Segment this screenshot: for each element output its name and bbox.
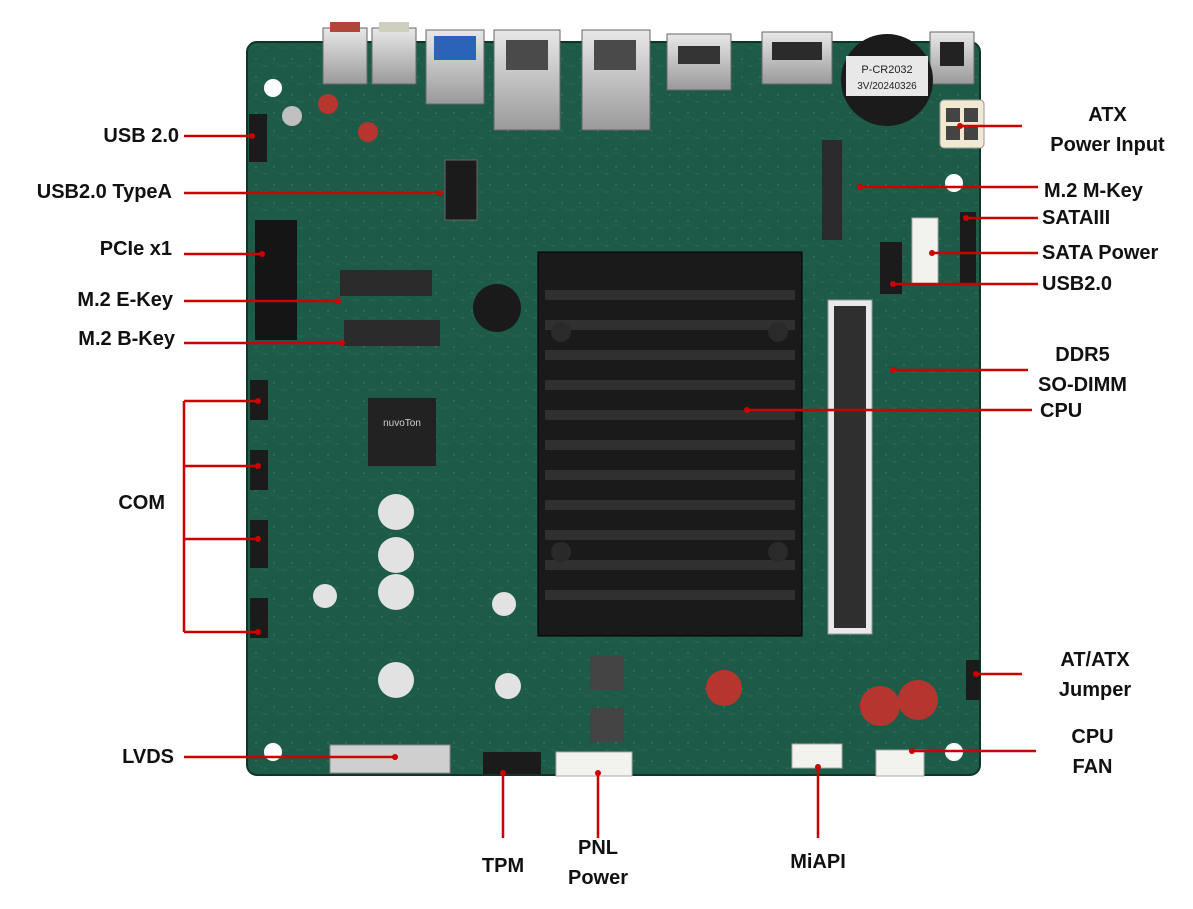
pcie-x1-slot xyxy=(255,220,297,340)
m2-ekey-slot xyxy=(340,270,432,296)
label-usb20-left: USB 2.0 xyxy=(103,125,179,147)
label-usb20-typea: USB2.0 TypeA xyxy=(36,181,172,203)
label-pnl-line1: PNL xyxy=(578,837,618,859)
usb-typea-port xyxy=(444,159,478,221)
tpm-header xyxy=(483,752,541,774)
label-at-atx-jumper: AT/ATX Jumper xyxy=(1035,645,1155,705)
cpu-heatsink xyxy=(537,251,803,637)
standoffs xyxy=(313,494,521,699)
com-headers xyxy=(250,380,268,638)
label-ddr5-line1: DDR5 xyxy=(1055,344,1110,366)
label-pcie-x1: PCIe x1 xyxy=(99,238,172,260)
callout-lines xyxy=(182,124,1038,838)
battery-text-2: 3V/20240326 xyxy=(857,81,917,92)
sata-connector xyxy=(960,212,976,284)
at-atx-jumper xyxy=(966,660,980,700)
label-jumper-line1: AT/ATX xyxy=(1060,649,1130,671)
callout-dots xyxy=(249,123,979,776)
label-tpm: TPM xyxy=(481,855,525,877)
label-miapi: MiAPI xyxy=(790,851,846,873)
cpu-fan-connector xyxy=(875,749,925,777)
cmos-battery: P-CR2032 3V/20240326 xyxy=(841,34,933,126)
label-pnl-power: PNL Power xyxy=(556,833,640,893)
usb-header-left xyxy=(249,114,267,162)
label-ddr5-line2: SO-DIMM xyxy=(1038,374,1127,396)
battery-text-1: P-CR2032 xyxy=(861,64,912,76)
label-usb20-right: USB2.0 xyxy=(1042,273,1113,295)
m2-bkey-slot xyxy=(344,320,440,346)
label-cpu: CPU xyxy=(1040,400,1083,422)
label-m2-ekey: M.2 E-Key xyxy=(77,289,173,311)
label-sata-power: SATA Power xyxy=(1042,242,1159,264)
buzzer xyxy=(473,284,521,332)
chip-brand-text: nuvoTon xyxy=(383,418,421,429)
label-m2-mkey: M.2 M-Key xyxy=(1044,180,1143,202)
pnl-power-connector xyxy=(555,751,633,777)
so-dimm-slot xyxy=(827,299,873,635)
label-atx-line1: ATX xyxy=(1088,104,1127,126)
rear-io-ports xyxy=(322,22,975,131)
label-lvds: LVDS xyxy=(122,746,174,768)
label-ddr5-so-dimm: DDR5 SO-DIMM xyxy=(1020,340,1145,400)
label-sataiii: SATAIII xyxy=(1042,207,1111,229)
label-pnl-line2: Power xyxy=(567,867,629,889)
lvds-connector xyxy=(329,744,451,774)
label-com: COM xyxy=(118,492,165,514)
label-fan-line2: FAN xyxy=(1072,756,1113,778)
label-cpu-fan: CPU FAN xyxy=(1055,722,1130,782)
usb-header-right xyxy=(880,242,902,294)
label-atx-line2: Power Input xyxy=(1050,134,1165,156)
label-atx-power-input: ATX Power Input xyxy=(1030,100,1185,160)
m2-mkey-slot xyxy=(822,140,842,240)
capacitors xyxy=(282,94,938,742)
label-jumper-line2: Jumper xyxy=(1058,679,1132,701)
super-io-chip: nuvoTon xyxy=(368,398,436,466)
label-fan-line1: CPU xyxy=(1071,726,1114,748)
label-m2-bkey: M.2 B-Key xyxy=(78,328,175,350)
